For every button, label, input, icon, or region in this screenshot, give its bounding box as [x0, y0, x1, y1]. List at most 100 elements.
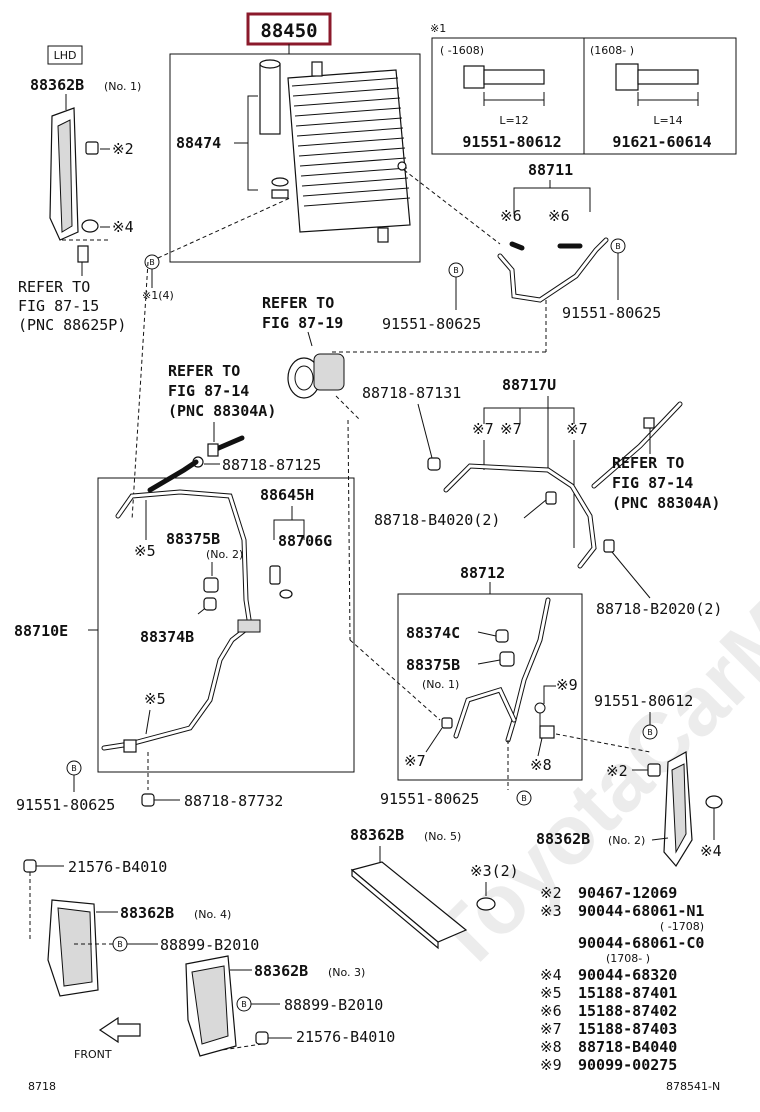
label-88706G[interactable]: 88706G	[278, 532, 332, 550]
label-no5: (No. 5)	[424, 830, 461, 843]
label-88717U[interactable]: 88717U	[502, 376, 556, 394]
label-91551-80625-d[interactable]: 91551-80625	[380, 790, 479, 808]
label-91551-80625-b[interactable]: 91551-80625	[562, 304, 661, 322]
label-88899-B2010-b[interactable]: 88899-B2010	[284, 996, 383, 1014]
label-88712[interactable]: 88712	[460, 564, 505, 582]
highlight-part-box[interactable]	[246, 12, 332, 46]
label-88474[interactable]: 88474	[176, 134, 221, 152]
valve-cap-88375B[interactable]	[203, 577, 219, 593]
valve-cap-88375B-b[interactable]	[499, 651, 515, 667]
pipe-88712[interactable]	[453, 597, 555, 743]
label-88375B[interactable]: 88375B	[166, 530, 220, 548]
label-88645H[interactable]: 88645H	[260, 486, 314, 504]
label-88362B-no5[interactable]: 88362B	[350, 826, 404, 844]
label-88375B-b[interactable]: 88375B	[406, 656, 460, 674]
label-88718-87125[interactable]: 88718-87125	[222, 456, 321, 474]
bracket-no2[interactable]	[663, 751, 693, 868]
cover-plate-no5[interactable]	[350, 861, 468, 950]
legend-part[interactable]: 88718-B4040	[578, 1038, 677, 1056]
pipe-88717U[interactable]	[443, 401, 683, 569]
label-mark1-4: ※1(4)	[142, 289, 174, 302]
label-88718-87131[interactable]: 88718-87131	[362, 384, 461, 402]
label-88362B-no4[interactable]: 88362B	[120, 904, 174, 922]
front-arrow-icon	[98, 1016, 141, 1044]
b-circle-icon	[516, 790, 532, 806]
valve-core-88374B[interactable]	[203, 597, 217, 611]
legend-mark: ※5	[540, 984, 562, 1002]
legend-note: ( -1708)	[660, 920, 704, 933]
label-88374B[interactable]: 88374B	[140, 628, 194, 646]
label-21576-B4010-b[interactable]: 21576-B4010	[296, 1028, 395, 1046]
o-ring-mark7-d[interactable]	[441, 717, 453, 729]
bracket-no3[interactable]	[185, 955, 237, 1057]
legend-part[interactable]: 90044-68061-N1	[578, 902, 704, 920]
bolt-right-part[interactable]: 91621-60614	[612, 133, 711, 151]
legend-part[interactable]: 15188-87401	[578, 984, 677, 1002]
fastener-mark4-left[interactable]	[81, 219, 99, 233]
legend-mark: ※2	[540, 884, 562, 902]
legend-note: (1708- )	[606, 952, 650, 965]
label-88718-B2020[interactable]: 88718-B2020(2)	[596, 600, 722, 618]
pipe-88710E[interactable]	[101, 459, 261, 753]
fastener-mark4-right[interactable]	[705, 795, 723, 809]
o-ring-88718-87732[interactable]	[141, 793, 155, 807]
label-mark4-left: ※4	[112, 218, 134, 236]
bracket-no4[interactable]	[47, 899, 99, 997]
label-88899-B2010-a[interactable]: 88899-B2010	[160, 936, 259, 954]
label-mark6-a: ※6	[500, 207, 522, 225]
condenser-core[interactable]	[287, 61, 411, 243]
label-no1-b: (No. 1)	[422, 678, 459, 691]
legend-part[interactable]: 90044-68061-C0	[578, 934, 704, 952]
legend-part[interactable]: 90044-68320	[578, 966, 677, 984]
label-88710E[interactable]: 88710E	[14, 622, 68, 640]
receiver-dryer[interactable]	[259, 59, 289, 199]
legend-part[interactable]: 90467-12069	[578, 884, 677, 902]
label-88374C[interactable]: 88374C	[406, 624, 460, 642]
condenser-group-box	[169, 53, 421, 263]
label-88711[interactable]: 88711	[528, 161, 573, 179]
compressor[interactable]	[287, 353, 345, 399]
label-mark5-a: ※5	[134, 542, 156, 560]
bolt-right-icon	[615, 63, 699, 106]
pressure-switch-88706G[interactable]	[269, 565, 293, 599]
lhd-tag-box	[47, 45, 83, 65]
bolt-left-part[interactable]: 91551-80612	[462, 133, 561, 151]
refer-14b-line3: (PNC 88304A)	[612, 494, 720, 512]
label-mark7-c: ※7	[566, 420, 588, 438]
label-88362B-no2[interactable]: 88362B	[536, 830, 590, 848]
label-88362B-no1[interactable]: 88362B	[30, 76, 84, 94]
svg-text:B: B	[647, 728, 653, 737]
clip-21576-B4010-b[interactable]	[255, 1031, 269, 1045]
legend-part[interactable]: 15188-87402	[578, 1002, 677, 1020]
legend-part[interactable]: 90099-00275	[578, 1056, 677, 1074]
bolt-note-mark: ※1	[430, 22, 446, 35]
label-88718-87732[interactable]: 88718-87732	[184, 792, 283, 810]
pipe-88711[interactable]	[497, 237, 609, 303]
label-88362B-no3[interactable]: 88362B	[254, 962, 308, 980]
bolt-left-length: L=12	[499, 114, 528, 127]
label-no2-a: (No. 2)	[206, 548, 243, 561]
fastener-mark3[interactable]	[476, 897, 496, 911]
label-91551-80612[interactable]: 91551-80612	[594, 692, 693, 710]
highlight-part-number[interactable]: 88450	[260, 20, 317, 42]
o-ring-88718-87131[interactable]	[427, 457, 441, 471]
o-ring-88718-B4020[interactable]	[545, 491, 557, 505]
fitting-refer-14b[interactable]	[643, 417, 655, 429]
hose-refer-14a[interactable]	[207, 435, 245, 457]
fastener-mark2-right[interactable]	[647, 763, 661, 777]
label-91551-80625-c[interactable]: 91551-80625	[16, 796, 115, 814]
legend-mark: ※6	[540, 1002, 562, 1020]
bracket-no1[interactable]	[49, 107, 79, 241]
label-21576-B4010-a[interactable]: 21576-B4010	[68, 858, 167, 876]
label-mark5-b: ※5	[144, 690, 166, 708]
fastener-mark2-left[interactable]	[85, 141, 99, 155]
label-91551-80625-a[interactable]: 91551-80625	[382, 315, 481, 333]
valve-core-88374C[interactable]	[495, 629, 509, 643]
s-circle-icon	[534, 702, 546, 714]
connector-refer-15[interactable]	[77, 245, 89, 263]
clip-21576-B4010-a[interactable]	[23, 859, 37, 873]
label-88718-B4020[interactable]: 88718-B4020(2)	[374, 511, 500, 529]
o-ring-88718-B2020[interactable]	[603, 539, 615, 553]
legend-part[interactable]: 15188-87403	[578, 1020, 677, 1038]
refer-15-line3: (PNC 88625P)	[18, 316, 126, 334]
